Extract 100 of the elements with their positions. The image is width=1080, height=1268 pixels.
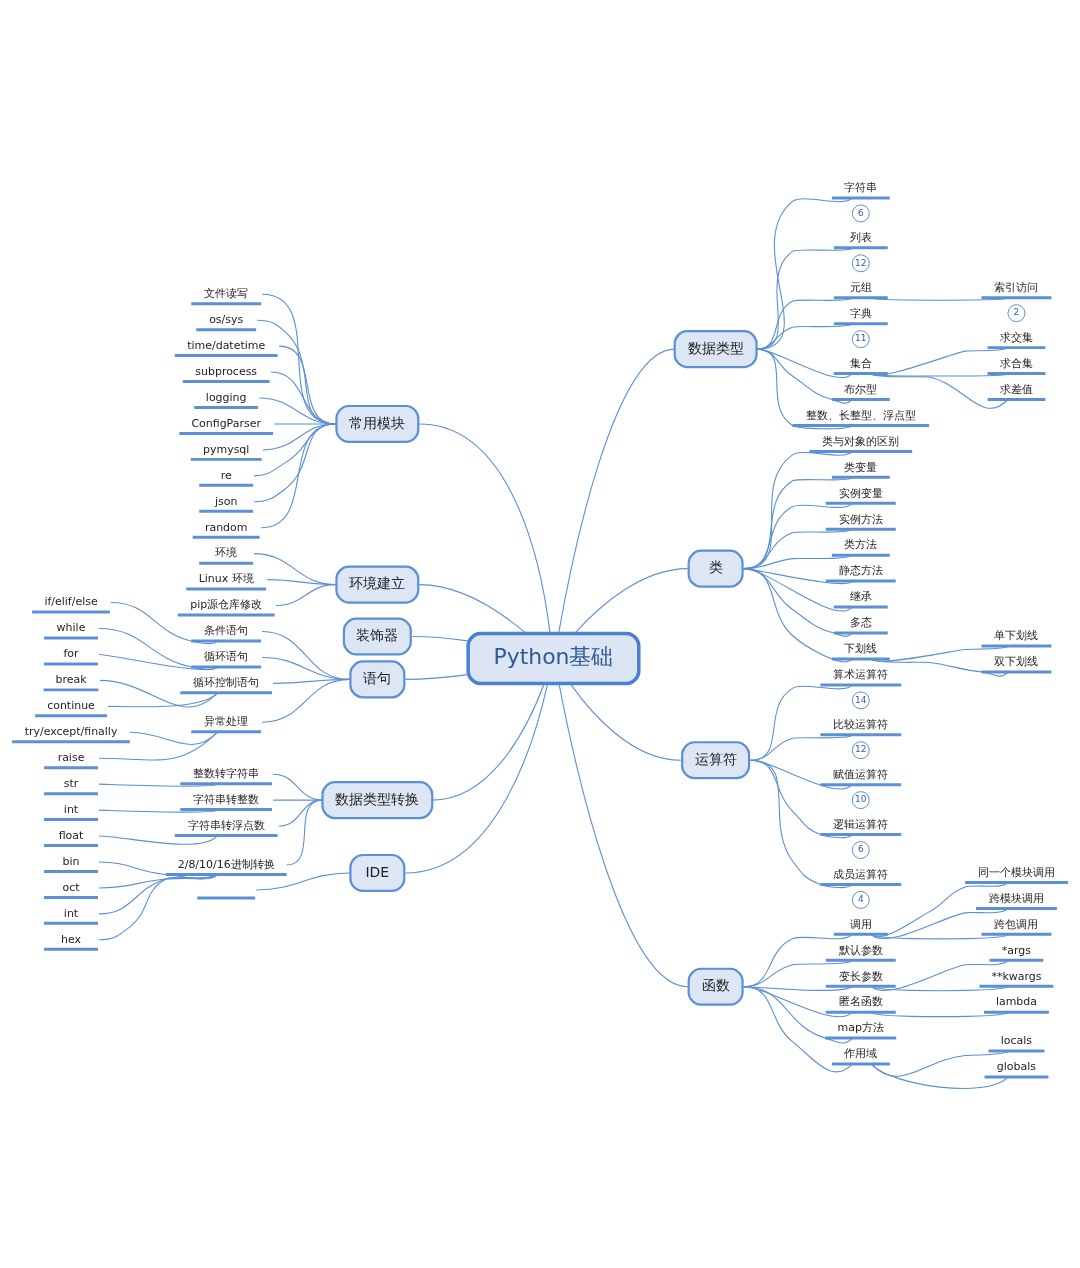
node-text: 字符串转整数 xyxy=(193,792,260,806)
node-text: 布尔型 xyxy=(844,382,878,396)
connector xyxy=(569,683,682,761)
connector xyxy=(558,348,676,634)
node-text: for xyxy=(63,647,79,661)
node-text: 单下划线 xyxy=(994,629,1039,643)
connector xyxy=(750,759,853,889)
connector xyxy=(871,1064,1009,1089)
node-text: 同一个模块调用 xyxy=(977,865,1055,879)
connector xyxy=(574,568,689,634)
connector xyxy=(275,584,336,607)
connector xyxy=(98,653,218,671)
connector xyxy=(871,960,1009,992)
node-text: float xyxy=(58,828,84,842)
node-text: 作用域 xyxy=(844,1047,878,1061)
node-text: 算术运算符 xyxy=(833,668,889,682)
node-label: 14 xyxy=(855,694,867,705)
node-text: **kwargs xyxy=(991,969,1042,983)
node-box: IDE xyxy=(349,853,406,893)
node-text: map方法 xyxy=(837,1021,884,1035)
node-text: 多态 xyxy=(849,616,872,630)
node-box: 装饰器 xyxy=(342,617,412,656)
node-text: *args xyxy=(1001,943,1032,957)
node-text: 跨模块调用 xyxy=(988,891,1044,905)
node-text: 类与对象的区别 xyxy=(822,434,900,448)
connector xyxy=(871,986,1009,992)
node-text: 静态方法 xyxy=(838,564,883,578)
node-text: 环境 xyxy=(215,546,238,560)
connector xyxy=(871,934,1009,940)
node-text: 整数、长整型、浮点型 xyxy=(805,408,916,422)
connector xyxy=(99,679,218,708)
connector xyxy=(98,731,218,761)
node-text: logging xyxy=(205,390,247,404)
node-text: 文件读写 xyxy=(204,287,249,301)
node-text: 跨包调用 xyxy=(994,917,1039,931)
node-text: 2/8/10/16进制转换 xyxy=(177,857,275,871)
node-text: 下划线 xyxy=(844,642,878,656)
node-text: globals xyxy=(996,1060,1037,1074)
connector xyxy=(272,799,324,801)
connector xyxy=(750,734,853,761)
node-box: 类 xyxy=(687,549,744,588)
node-text: int xyxy=(63,906,79,920)
node-text: raise xyxy=(57,751,85,765)
node-text: 列表 xyxy=(849,231,872,245)
node-box: 常用模块 xyxy=(335,404,420,444)
node-text: 字符串 xyxy=(844,181,878,195)
node-text: 求差值 xyxy=(999,382,1033,396)
node-text: lambda xyxy=(995,995,1038,1009)
node-text: 整数转字符串 xyxy=(193,766,260,780)
connector xyxy=(871,908,1009,940)
node-text: 实例方法 xyxy=(838,512,883,526)
node-text: 逻辑运算符 xyxy=(833,817,889,831)
connector xyxy=(98,874,218,915)
node-text: 成员运算符 xyxy=(833,867,889,881)
connector xyxy=(756,247,853,350)
node-text: 继承 xyxy=(849,590,872,604)
node-text: if/elif/else xyxy=(44,595,98,609)
node-text: 类方法 xyxy=(844,538,878,552)
connector xyxy=(404,674,469,680)
node-label: 12 xyxy=(855,257,867,268)
node-text: try/except/finally xyxy=(24,725,118,739)
connector xyxy=(431,682,545,801)
node-text: 异常处理 xyxy=(204,715,249,729)
node-box: 环境建立 xyxy=(335,565,420,604)
node-text: 求合集 xyxy=(999,356,1033,370)
node-text: 调用 xyxy=(849,917,872,931)
node-text: re xyxy=(220,468,232,482)
connector xyxy=(871,297,1009,301)
node-label: 10 xyxy=(855,794,867,805)
node-text: 比较运算符 xyxy=(833,718,889,732)
node-text: 字典 xyxy=(849,306,872,320)
node-text: 索引访问 xyxy=(994,281,1039,295)
connector xyxy=(107,692,218,708)
node-text: continue xyxy=(47,699,95,713)
node-text: locals xyxy=(1000,1034,1033,1048)
node-bar xyxy=(197,896,256,900)
node-text: hex xyxy=(61,932,82,946)
node-text: oct xyxy=(62,880,80,894)
node-text: 求交集 xyxy=(999,330,1033,344)
connector xyxy=(743,986,853,1073)
node-text: os/sys xyxy=(209,312,244,326)
node-text: int xyxy=(63,802,79,816)
connector xyxy=(418,423,551,634)
connector xyxy=(871,347,1009,376)
node-text: time/datetime xyxy=(187,338,266,352)
node-text: while xyxy=(56,621,86,635)
node-box: 函数 xyxy=(687,967,744,1006)
connector xyxy=(756,323,853,350)
connector xyxy=(871,1012,1009,1018)
connector xyxy=(404,682,549,874)
node-box: 数据类型转换 xyxy=(321,781,434,820)
node-label: 6 xyxy=(857,207,864,218)
node-box: 数据类型 xyxy=(673,330,758,369)
node-text: pymysql xyxy=(203,442,250,456)
node-text: 循环控制语句 xyxy=(193,676,260,690)
node-text: 匿名函数 xyxy=(838,995,883,1009)
node-text: ConfigParser xyxy=(191,416,261,430)
node-text: pip源仓库修改 xyxy=(190,598,263,612)
connector xyxy=(98,835,218,845)
node-box: 语句 xyxy=(349,660,406,699)
